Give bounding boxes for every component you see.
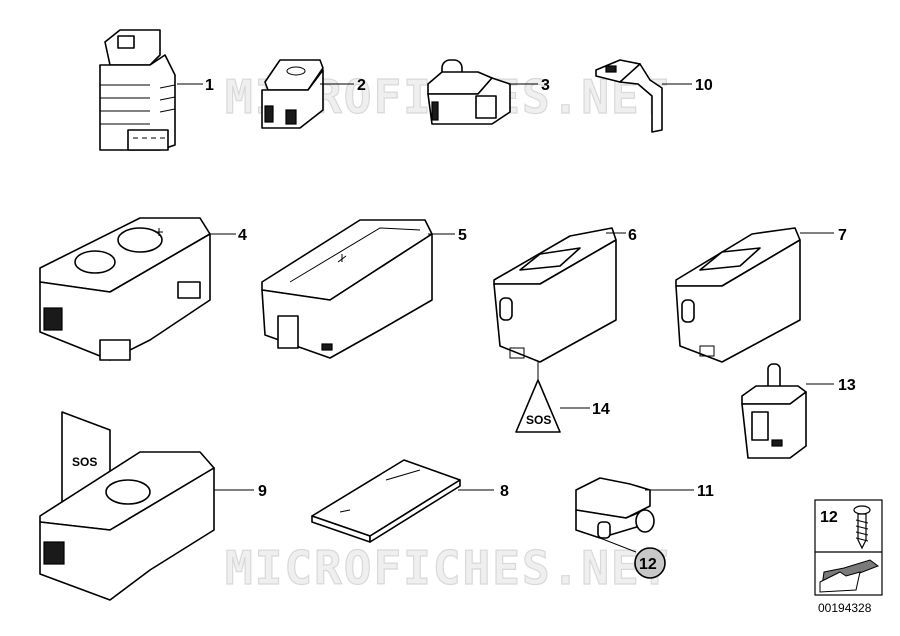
label-10: 10: [695, 77, 713, 94]
label-6: 6: [628, 227, 637, 244]
part-7-switch[interactable]: [675, 227, 801, 363]
label-3: 3: [541, 77, 550, 94]
screw-icon: [853, 505, 871, 550]
circle-12-callout[interactable]: 12: [634, 547, 666, 579]
part-13-push-switch[interactable]: [741, 363, 807, 459]
label-14: 14: [592, 401, 610, 418]
part-2-switch[interactable]: [261, 59, 324, 129]
diagram-ref-number: 00194328: [818, 601, 872, 615]
label-11: 11: [697, 483, 714, 500]
label-13: 13: [838, 377, 856, 394]
part-14-warning-label[interactable]: SOS: [515, 379, 561, 433]
legend-number: 12: [820, 509, 838, 526]
label-1: 1: [205, 77, 214, 94]
label-4: 4: [238, 227, 247, 244]
label-8: 8: [500, 483, 509, 500]
part-11-connector[interactable]: [575, 477, 655, 539]
part-1-switch[interactable]: [99, 29, 176, 151]
arrow-icon: [819, 559, 880, 593]
label-5: 5: [458, 227, 467, 244]
leader-12-circle: [599, 537, 637, 553]
circle-12-text: 12: [639, 556, 657, 573]
watermark-bottom: MICROFICHES.NET: [225, 541, 670, 595]
part-3-push-button[interactable]: [427, 59, 511, 125]
label-9: 9: [258, 483, 267, 500]
warning-symbol-text: SOS: [526, 413, 551, 427]
part-10-bracket[interactable]: [595, 59, 663, 133]
part-9-sos-switch[interactable]: SOS: [39, 411, 215, 601]
label-7: 7: [838, 227, 847, 244]
part-6-switch[interactable]: [493, 227, 617, 363]
part-4-switch[interactable]: [39, 217, 211, 361]
sos-card-text: SOS: [72, 455, 97, 469]
part-5-switch[interactable]: [261, 219, 433, 359]
label-2: 2: [357, 77, 366, 94]
part-8-pad[interactable]: [311, 459, 461, 543]
legend-box: 12: [814, 499, 883, 596]
